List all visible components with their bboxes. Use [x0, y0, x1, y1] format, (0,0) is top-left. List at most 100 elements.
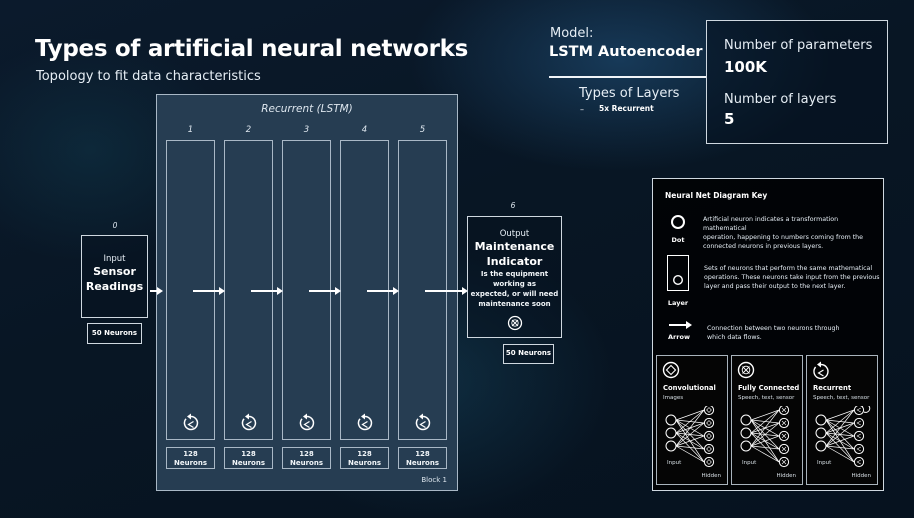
fully-connected-icon: [737, 361, 755, 379]
key-label-dot: Dot: [671, 236, 685, 244]
layer-neurons-badge: 128 Neurons: [398, 447, 447, 469]
card-title: Convolutional: [663, 384, 716, 392]
hidden-neuron: [703, 430, 715, 442]
key-label-layer: Layer: [667, 299, 689, 307]
card-title: Fully Connected: [738, 384, 800, 392]
layer-index: 5: [419, 125, 426, 135]
output-description-line: maintenance soon: [478, 300, 551, 308]
page-subtitle: Topology to fit data characteristics: [36, 69, 261, 84]
input-neuron: [815, 414, 827, 426]
key-desc-line: connected neurons in previous layers.: [703, 243, 824, 250]
flow-arrow: [425, 287, 468, 295]
input-name-line2: Readings: [85, 280, 144, 293]
card-subtitle: Images: [663, 395, 684, 401]
hidden-neuron: [853, 430, 865, 442]
recurrent-icon: [241, 413, 257, 431]
output-description-line: Is the equipment working as: [480, 270, 549, 288]
neurons-unit: Neurons: [405, 458, 439, 467]
recurrent-icon: [183, 413, 199, 431]
key-title: Neural Net Diagram Key: [665, 191, 768, 200]
layer-index: 4: [361, 125, 368, 135]
input-node: Input Sensor Readings: [81, 235, 148, 318]
input-neuron: [665, 427, 677, 439]
key-label-arrow: Arrow: [668, 333, 690, 341]
layers-value: 5: [724, 110, 735, 128]
key-desc-line: Connection between two neurons through: [707, 325, 840, 332]
card-subtitle: Speech, text, sensor: [813, 395, 870, 401]
recurrent-icon: [357, 413, 373, 431]
key-desc-arrow: Connection between two neurons through w…: [707, 324, 877, 342]
card-hidden-label: Hidden: [776, 473, 796, 479]
dot-icon: [672, 274, 684, 286]
neurons-count: 128: [241, 449, 256, 458]
card-title: Recurrent: [813, 384, 852, 392]
recurrent-icon: [415, 413, 431, 431]
layer-icon: [667, 255, 689, 291]
output-description-line: expected, or will need: [470, 290, 559, 298]
divider: [549, 76, 707, 78]
model-name: LSTM Autoencoder: [549, 44, 703, 60]
neurons-unit: Neurons: [347, 458, 381, 467]
card-input-label: Input: [667, 460, 682, 466]
key-desc-line: Artificial neuron indicates a transforma…: [703, 216, 839, 232]
flow-arrow: [367, 287, 399, 295]
dot-icon: [671, 215, 685, 229]
stats-panel: Number of parameters 100K Number of laye…: [706, 20, 888, 144]
input-neuron: [740, 427, 752, 439]
neurons-unit: Neurons: [289, 458, 323, 467]
output-kind: Output: [499, 229, 530, 239]
bullet-dash: –: [580, 105, 584, 114]
key-desc-line: operations. These neurons take input fro…: [704, 274, 880, 281]
key-desc-line: operation, happening to numbers coming f…: [703, 234, 864, 241]
neurons-unit: Neurons: [231, 458, 265, 467]
input-neuron: [665, 440, 677, 452]
input-neuron: [665, 414, 677, 426]
flow-arrow: [309, 287, 341, 295]
input-neurons-badge: 50 Neurons: [87, 323, 142, 344]
layer-neurons-badge: 128 Neurons: [340, 447, 389, 469]
key-card-convolutional: Convolutional Images Input Hidden: [656, 355, 728, 485]
network-diagram: [740, 406, 790, 468]
neurons-count: 128: [183, 449, 198, 458]
input-neuron: [740, 440, 752, 452]
output-name-line2: Indicator: [486, 255, 543, 268]
card-hidden-label: Hidden: [701, 473, 721, 479]
key-desc-line: layer and pass their output to the next …: [704, 283, 846, 290]
hidden-neuron: [703, 406, 715, 416]
layer-neurons-badge: 128 Neurons: [282, 447, 331, 469]
recurrent-icon: [299, 413, 315, 431]
layer-index: 1: [187, 125, 194, 135]
flow-arrow: [193, 287, 225, 295]
recurrent-icon: [813, 361, 829, 380]
hidden-neuron: [853, 406, 865, 416]
input-index: 0: [112, 221, 118, 230]
page-title: Types of artificial neural networks: [35, 36, 469, 62]
layer-index: 3: [303, 125, 310, 135]
flow-arrow: [251, 287, 283, 295]
layer-index: 2: [245, 125, 252, 135]
layer-neurons-badge: 128 Neurons: [166, 447, 215, 469]
recurrent-block: Recurrent (LSTM) 1 128 Neurons 2: [156, 94, 458, 491]
output-name-line1: Maintenance: [474, 240, 555, 253]
card-input-label: Input: [742, 460, 757, 466]
key-desc-layer: Sets of neurons that perform the same ma…: [704, 264, 882, 291]
hidden-neuron: [853, 443, 865, 455]
block-title: Recurrent (LSTM): [261, 103, 353, 115]
layer-types-heading: Types of Layers: [579, 86, 680, 101]
params-value: 100K: [724, 58, 767, 76]
layer-type-item: 5x Recurrent: [599, 104, 654, 113]
params-label: Number of parameters: [724, 38, 873, 53]
layers-label: Number of layers: [724, 92, 837, 107]
neurons-count: 128: [299, 449, 314, 458]
input-neuron: [815, 440, 827, 452]
key-card-recurrent: Recurrent Speech, text, sensor Input Hid…: [806, 355, 878, 485]
neurons-unit: Neurons: [173, 458, 207, 467]
key-desc-line: which data flows.: [707, 334, 762, 341]
input-neuron: [740, 414, 752, 426]
diagram-key: Neural Net Diagram Key Dot Artificial ne…: [652, 178, 884, 491]
key-desc-dot: Artificial neuron indicates a transforma…: [703, 215, 881, 251]
convolutional-icon: [662, 361, 680, 379]
network-diagram: [815, 406, 871, 468]
fully-connected-icon: [507, 315, 522, 331]
output-index: 6: [510, 201, 516, 210]
